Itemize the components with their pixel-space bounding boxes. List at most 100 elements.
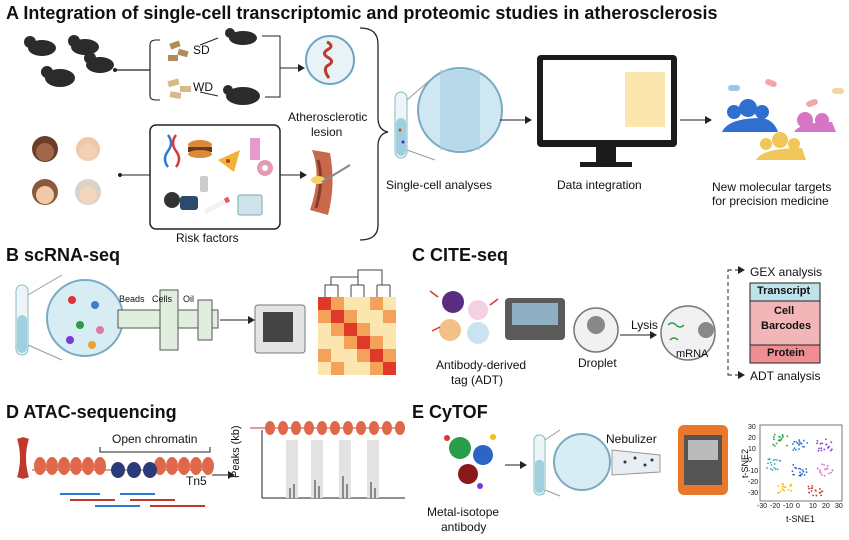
heatmap-cell xyxy=(318,310,331,323)
heatmap-cell xyxy=(383,362,396,375)
tsne-point xyxy=(778,491,780,494)
droplet-label: Droplet xyxy=(578,356,617,370)
adt-analysis-label: ADT analysis xyxy=(750,369,821,383)
tsne-point xyxy=(829,449,832,452)
nucleosome-icon xyxy=(70,457,82,475)
heatmap-cell xyxy=(331,297,344,310)
single-cell-label: Single-cell analyses xyxy=(386,178,493,192)
tsne-point xyxy=(820,494,823,497)
lysed-droplet-icon xyxy=(660,305,716,361)
panel-c-title: C CITE-seq xyxy=(412,245,509,265)
tsne-point xyxy=(819,469,822,472)
tsne-x-tick: -10 xyxy=(783,503,794,510)
wd-label: WD xyxy=(193,80,213,94)
tsne-point xyxy=(775,442,778,445)
tsne-point xyxy=(799,471,801,474)
wd-diet-icon xyxy=(167,78,191,99)
tsne-point xyxy=(798,448,800,450)
tsne-point xyxy=(819,492,822,494)
tsne-point xyxy=(802,439,805,442)
nucleosome-icon xyxy=(265,421,275,435)
mrna-label: mRNA xyxy=(676,348,709,360)
tsne-point xyxy=(793,447,796,450)
tsne-x-tick: 30 xyxy=(835,503,843,510)
nucleosome-icon xyxy=(343,421,353,435)
tsne-point xyxy=(819,442,822,445)
tsne-point xyxy=(817,449,820,452)
tsne-point xyxy=(770,463,773,466)
tsne-point xyxy=(781,436,784,439)
sd-diet-icon xyxy=(168,40,189,61)
zoom-cells-icon xyxy=(417,67,503,153)
microfluidic-chip-icon xyxy=(117,289,219,351)
tsne-point xyxy=(790,489,793,492)
tsne-point xyxy=(807,485,810,488)
tsne-point xyxy=(816,467,819,470)
tsne1-label: t-SNE1 xyxy=(786,514,816,524)
heatmap-cell xyxy=(331,349,344,362)
tsne-point xyxy=(773,444,776,447)
tsne-point xyxy=(777,485,780,487)
tsne-point xyxy=(794,466,796,469)
tsne-point xyxy=(803,474,806,476)
heatmap-cell xyxy=(357,310,370,323)
nucleosome-icon xyxy=(82,457,94,475)
tsne-point xyxy=(774,458,776,461)
adt-label-1: Antibody-derived xyxy=(436,358,527,372)
nucleosome-icon xyxy=(46,457,58,475)
tsne-x-tick: 10 xyxy=(809,503,817,510)
tsne-point xyxy=(824,438,827,441)
heatmap-cell xyxy=(318,297,331,310)
tsne-point xyxy=(793,440,796,443)
tsne-point xyxy=(812,494,815,497)
heatmap-cell xyxy=(370,310,383,323)
b-heatmap xyxy=(318,269,396,375)
cytof-machine-icon xyxy=(678,425,728,495)
tsne-y-tick: 30 xyxy=(748,424,756,431)
heatmap-cell xyxy=(344,310,357,323)
tsne-point xyxy=(800,442,803,445)
tsne-point xyxy=(814,489,817,492)
nucleosome-icon xyxy=(178,457,190,475)
heatmap-cell xyxy=(370,297,383,310)
heatmap-cell xyxy=(370,336,383,349)
tsne-point xyxy=(786,444,788,447)
nucleosome-icon xyxy=(202,457,214,475)
tsne-point xyxy=(784,486,787,489)
tsne-point xyxy=(818,447,820,450)
monitor-icon xyxy=(537,55,677,167)
tsne-point xyxy=(768,458,771,460)
tsne-point xyxy=(811,487,814,489)
tsne-point xyxy=(831,469,834,472)
tsne-point xyxy=(815,494,818,497)
tn5-icon xyxy=(111,462,125,478)
heatmap-cell xyxy=(318,323,331,336)
barcodes-label: Barcodes xyxy=(761,320,812,332)
tsne-point xyxy=(773,433,776,436)
tsne-x-tick: -20 xyxy=(770,503,781,510)
sd-mouse-icon xyxy=(225,28,257,45)
tsne-point xyxy=(772,459,775,462)
risk-factor-icons xyxy=(163,134,273,216)
sample-tube-icon xyxy=(394,91,408,159)
heatmap-cell xyxy=(370,323,383,336)
nucleosome-icon xyxy=(94,457,106,475)
tsne-point xyxy=(792,449,795,452)
tsne-point xyxy=(791,470,794,473)
tsne-point xyxy=(792,463,795,466)
sd-label: SD xyxy=(193,43,210,57)
tsne-point xyxy=(811,485,814,487)
tsne-point xyxy=(780,438,782,441)
antibody-cells-icon xyxy=(429,290,499,344)
targets-label-1: New molecular targets xyxy=(712,180,832,194)
tsne-point xyxy=(783,489,786,492)
panel-e-title: E CyTOF xyxy=(412,402,488,422)
nucleosome-icon xyxy=(166,457,178,475)
droplet-icon xyxy=(573,307,619,353)
lysis-label: Lysis xyxy=(631,318,658,332)
tsne-point xyxy=(830,471,833,474)
